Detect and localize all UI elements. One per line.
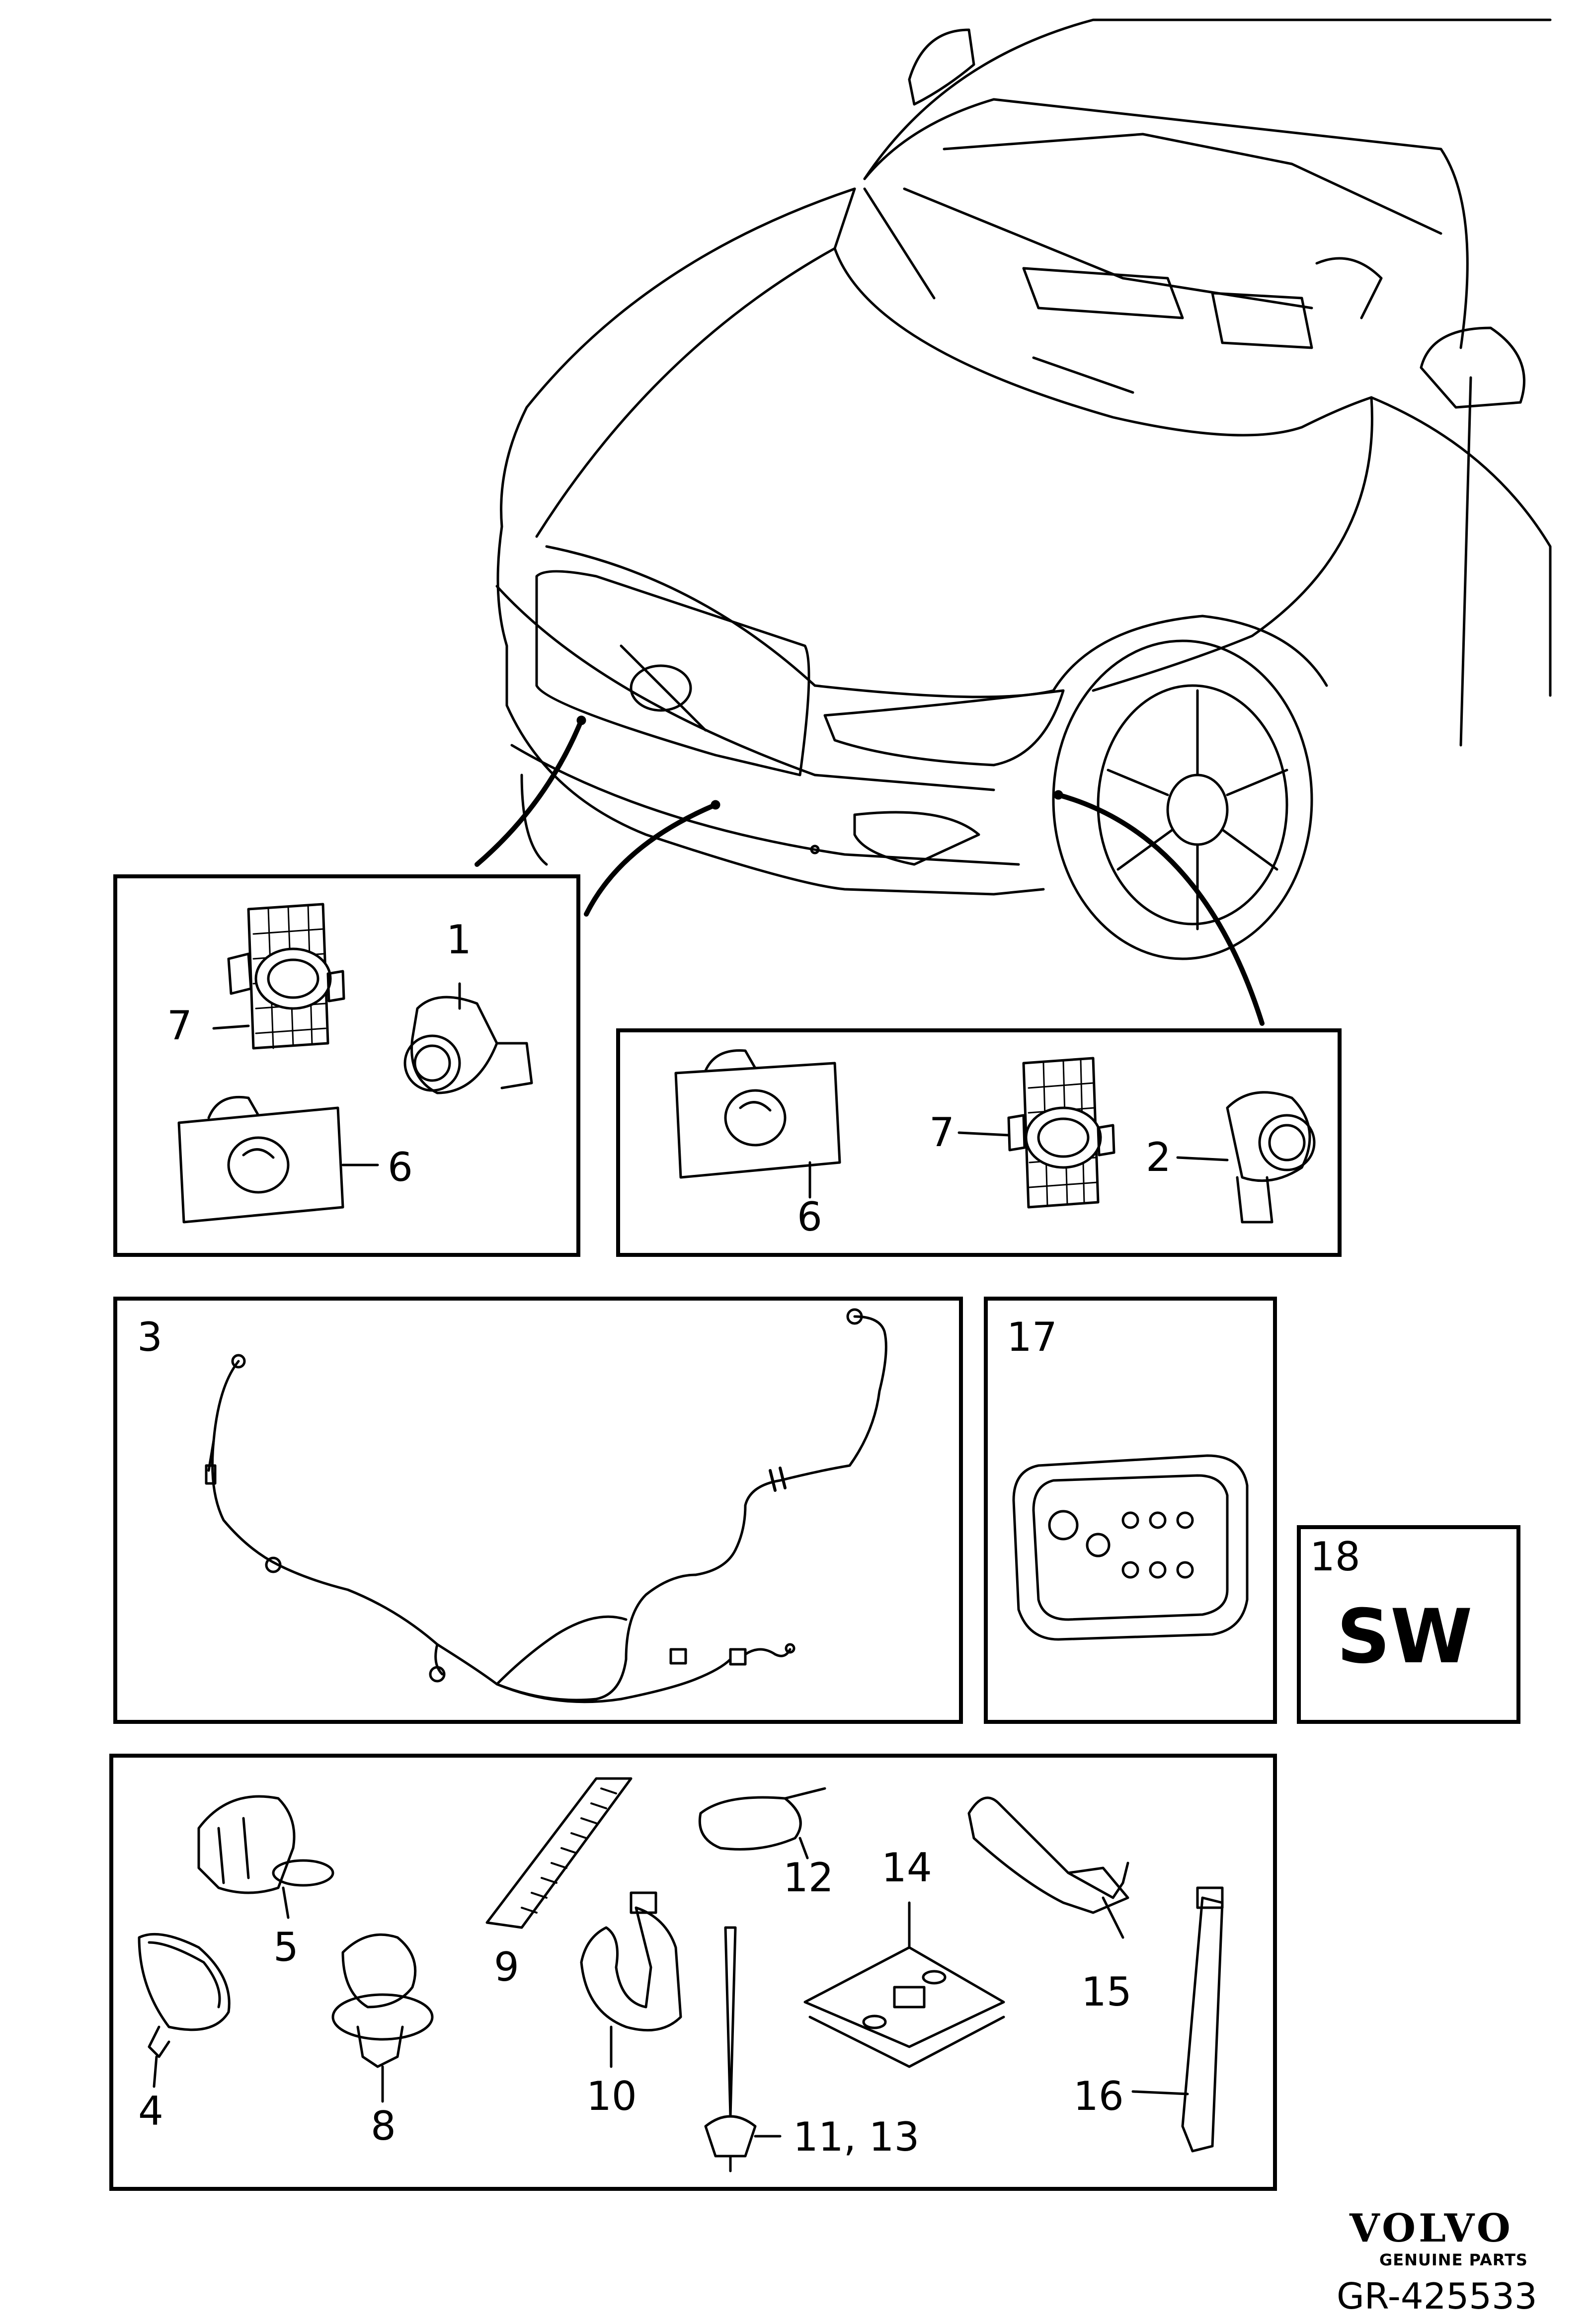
callout-12: 12 bbox=[783, 1855, 834, 1901]
brand-logo: VOLVO bbox=[1350, 2206, 1513, 2251]
callout-2: 2 bbox=[1146, 1134, 1171, 1180]
fasteners bbox=[138, 1777, 1224, 2172]
callout-4: 4 bbox=[138, 2088, 163, 2134]
wiring-harness-icon bbox=[205, 1308, 887, 1704]
callout-7-box1: 7 bbox=[167, 1003, 192, 1049]
callout-10: 10 bbox=[586, 2073, 637, 2119]
car-illustration bbox=[495, 18, 1552, 960]
callout-7-box2: 7 bbox=[929, 1109, 955, 1156]
cable-tie-16-icon bbox=[1181, 1896, 1224, 2153]
headlight-icon bbox=[823, 689, 1065, 767]
sensor-bracket-icon bbox=[247, 903, 329, 1050]
callout-5: 5 bbox=[273, 1924, 299, 1970]
callout-1: 1 bbox=[446, 917, 472, 963]
clip-8-icon bbox=[341, 1933, 417, 2009]
callout-16: 16 bbox=[1073, 2073, 1124, 2119]
cable-tie-4-icon bbox=[138, 1933, 231, 2031]
sensor-cover-icon bbox=[177, 1106, 344, 1224]
mount-base-14-icon bbox=[803, 1946, 1005, 2048]
left-mirror-icon bbox=[908, 28, 975, 106]
volvo-badge-icon bbox=[630, 664, 692, 712]
detail-box-harness bbox=[113, 1297, 963, 1724]
callout-14: 14 bbox=[881, 1845, 932, 1891]
clip-10-icon bbox=[580, 1906, 682, 2032]
right-mirror-icon bbox=[1420, 326, 1525, 409]
detail-box-fasteners bbox=[109, 1754, 1277, 2191]
connector-15-icon bbox=[967, 1796, 1129, 1914]
callout-18: 18 bbox=[1310, 1534, 1360, 1580]
grommet-icon bbox=[1012, 1454, 1249, 1641]
callout-6-box2: 6 bbox=[797, 1194, 822, 1240]
callout-11-13: 11, 13 bbox=[793, 2114, 920, 2160]
cable-tie-12-icon bbox=[698, 1796, 802, 1851]
detail-box-software bbox=[1297, 1525, 1520, 1724]
front-wheel-icon bbox=[1052, 639, 1313, 960]
sensor-cover-icon-2 bbox=[674, 1062, 841, 1179]
detail-box-side-sensor bbox=[616, 1028, 1342, 1257]
clip-5-icon bbox=[197, 1795, 296, 1894]
callout-6-box1: 6 bbox=[388, 1144, 413, 1190]
box1-parts bbox=[177, 903, 533, 1224]
software-label: SW bbox=[1337, 1594, 1473, 1680]
callout-3: 3 bbox=[137, 1314, 162, 1360]
callout-9: 9 bbox=[494, 1944, 519, 1990]
callout-8: 8 bbox=[371, 2103, 396, 2149]
callout-17: 17 bbox=[1007, 1314, 1057, 1360]
box2-parts bbox=[674, 1049, 1316, 1224]
sensor-bracket-icon-2 bbox=[1022, 1057, 1100, 1209]
callout-15: 15 bbox=[1081, 1969, 1132, 2015]
grille-icon bbox=[535, 570, 810, 776]
detail-box-grommet bbox=[984, 1297, 1277, 1724]
brand-tagline: GENUINE PARTS bbox=[1379, 2250, 1528, 2269]
detail-box-front-sensor bbox=[113, 874, 580, 1257]
push-pin-icon bbox=[724, 1926, 737, 2118]
tape-9-icon bbox=[485, 1777, 633, 1929]
drawing-reference: GR-425533 bbox=[1337, 2275, 1537, 2317]
leader-arrows bbox=[475, 718, 1265, 1026]
parking-sensor-icon-2 bbox=[1226, 1091, 1311, 1182]
